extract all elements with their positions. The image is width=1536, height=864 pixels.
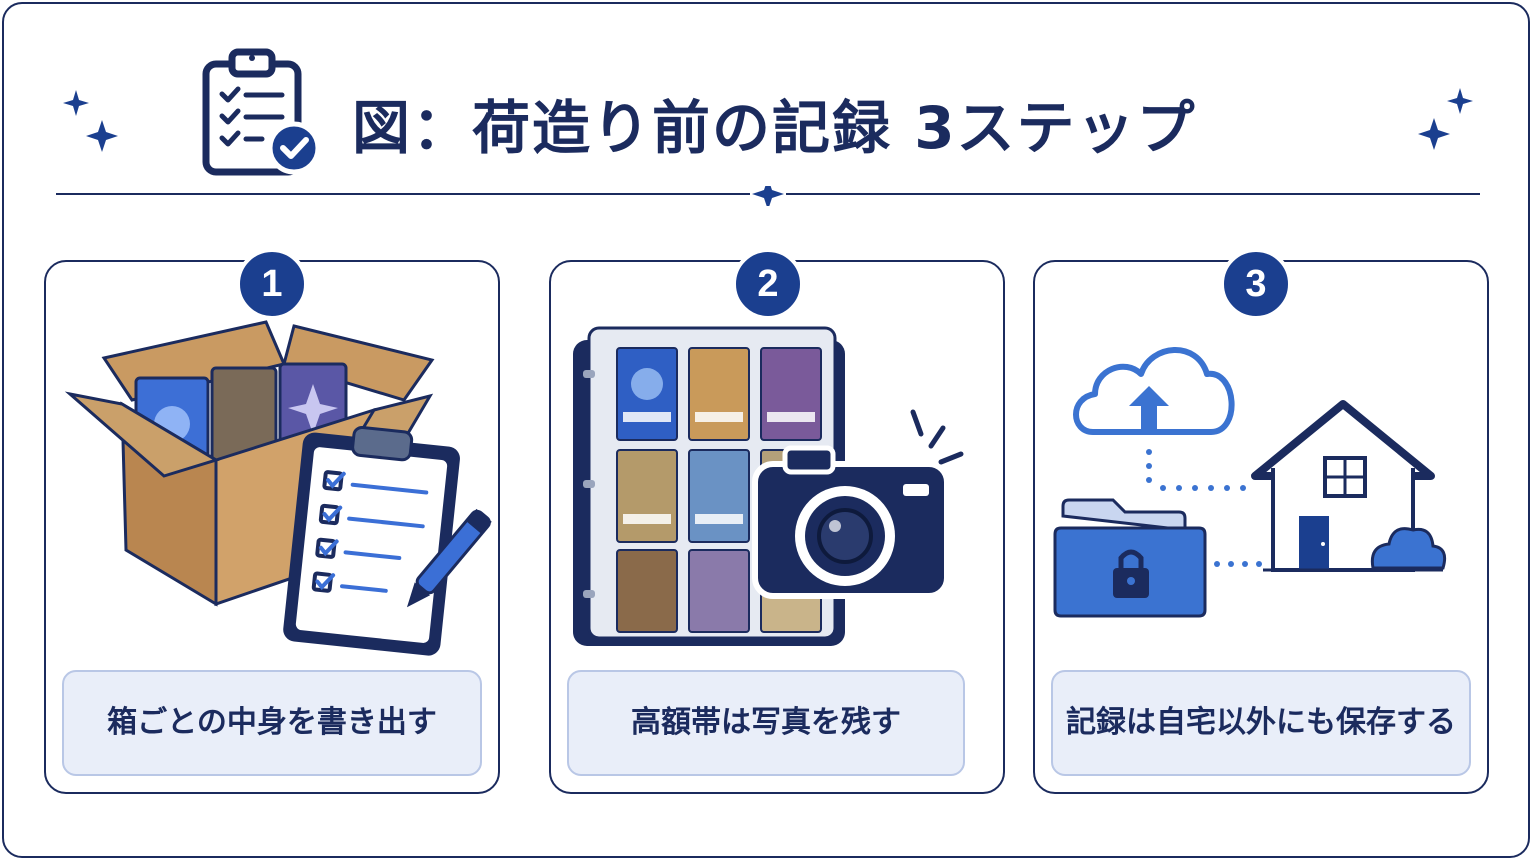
header: 図：荷造り前の記録 3ステップ [0,0,1536,220]
step-caption: 記録は自宅以外にも保存する [1051,670,1471,776]
header-divider [56,186,1480,206]
page-title: 図：荷造り前の記録 3ステップ [352,94,1197,162]
box-with-cards-and-checklist-illustration [64,320,492,656]
sparkle-icon [63,90,118,152]
step-caption: 箱ごとの中身を書き出す [62,670,482,776]
clipboard-check-icon [202,48,321,176]
cloud-folder-house-illustration [1053,347,1447,618]
sparkle-icon [1418,88,1473,150]
step-caption: 高額帯は写真を残す [567,670,965,776]
step-number-badge: 3 [1220,248,1292,320]
step-number-badge: 2 [732,248,804,320]
card-binder-and-camera-illustration [573,326,964,646]
step-number-badge: 1 [236,248,308,320]
